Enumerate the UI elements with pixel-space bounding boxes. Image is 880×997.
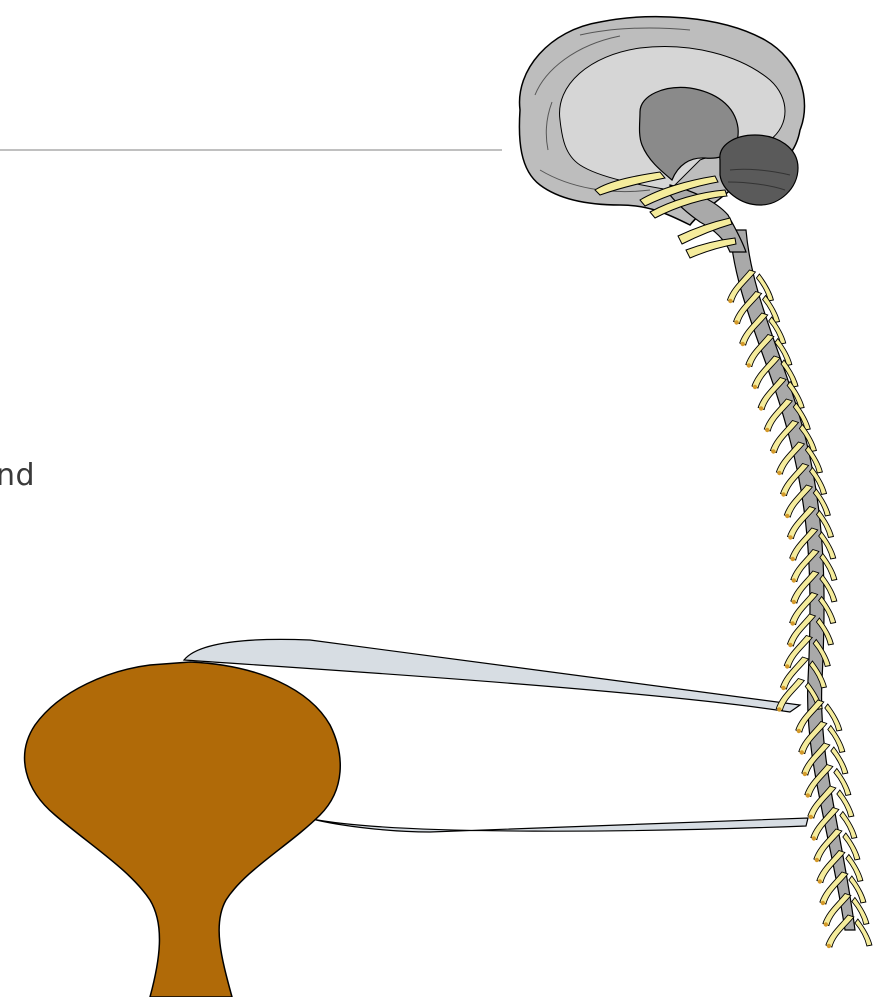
nerve-tip [781, 492, 785, 496]
nerve-tip [790, 621, 794, 625]
spinal-nerve-right [825, 704, 842, 731]
bladder [25, 662, 341, 997]
nerve-tip [753, 385, 757, 389]
nerve-tip [806, 793, 810, 797]
lower-connector [312, 818, 808, 832]
spinal-nerves [727, 270, 871, 948]
nerve-tip [821, 901, 825, 905]
nerve-tip [827, 944, 831, 948]
nerve-tip [815, 858, 819, 862]
nerve-tip [788, 643, 792, 647]
nerve-tip [800, 750, 804, 754]
nerve-tip [785, 514, 789, 518]
nerve-tip [785, 664, 789, 668]
nerve-tip [809, 815, 813, 819]
nerve-tip [765, 428, 769, 432]
nerve-tip [747, 363, 751, 367]
nerve-tip [777, 707, 781, 711]
nerve-tip [734, 320, 738, 324]
nerve-tip [792, 600, 796, 604]
nerve-tip [824, 922, 828, 926]
nerve-tip [777, 471, 781, 475]
nerve-tip [788, 535, 792, 539]
nerve-tip [797, 729, 801, 733]
nerve-tip [818, 879, 822, 883]
nerve-tip [759, 406, 763, 410]
nerve-tip [771, 449, 775, 453]
nerve-tip [741, 342, 745, 346]
nerve-tip [803, 772, 807, 776]
nerve-tip [791, 557, 795, 561]
nerve-tip [781, 686, 785, 690]
nerve-tip [728, 299, 732, 303]
nerve-tip [812, 836, 816, 840]
nerve-tip [792, 578, 796, 582]
